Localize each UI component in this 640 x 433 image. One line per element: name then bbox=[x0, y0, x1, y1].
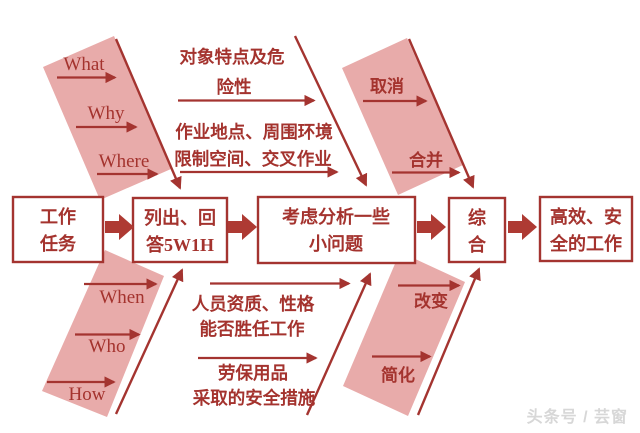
flow-box-list-5w1h bbox=[131, 196, 229, 264]
label-simplify: 简化 bbox=[381, 365, 415, 385]
flow-box-safe-work bbox=[538, 195, 634, 263]
note-worksite-line1: 作业地点、周围环境 bbox=[175, 122, 333, 142]
band-top-right-actions bbox=[342, 38, 463, 195]
flow-box-analyze-problems-line2: 小问题 bbox=[309, 234, 364, 254]
label-how: How bbox=[69, 384, 106, 405]
flow-box-synthesize bbox=[447, 196, 507, 264]
label-why: Why bbox=[88, 103, 125, 124]
spine-arrow-top-left bbox=[114, 38, 182, 190]
label-change: 改变 bbox=[414, 291, 448, 311]
note-personnel-line2: 能否胜任工作 bbox=[200, 319, 305, 339]
flow-box-work-task-line1: 工作 bbox=[40, 206, 76, 227]
spine-arrow-bottom-left bbox=[114, 268, 184, 415]
block-arrow-1 bbox=[105, 214, 134, 240]
spine-arrow-top-center bbox=[293, 35, 368, 187]
note-object-hazard-line2: 险性 bbox=[217, 77, 252, 97]
flow-box-list-5w1h-line2: 答5W1H bbox=[146, 234, 214, 255]
note-protection-line1: 劳保用品 bbox=[218, 363, 288, 383]
flow-box-analyze-problems bbox=[256, 195, 417, 265]
flow-box-synthesize-line2: 合 bbox=[468, 234, 487, 255]
flow-box-work-task bbox=[11, 195, 105, 264]
block-arrow-3 bbox=[417, 214, 446, 240]
spine-arrow-top-right bbox=[407, 38, 475, 189]
label-what: What bbox=[63, 54, 105, 75]
watermark-text: 头条号 / 芸窗 bbox=[527, 407, 628, 426]
spine-arrow-bottom-center bbox=[305, 272, 372, 416]
note-protection-line2: 采取的安全措施 bbox=[192, 388, 316, 408]
label-cancel: 取消 bbox=[370, 76, 404, 96]
block-arrow-2 bbox=[228, 214, 257, 240]
flow-box-safe-work-line2: 全的工作 bbox=[549, 233, 622, 254]
label-where: Where bbox=[99, 151, 150, 172]
spine-arrow-bottom-right bbox=[416, 267, 481, 416]
flow-box-safe-work-line1: 高效、安 bbox=[550, 206, 622, 227]
block-arrow-4 bbox=[508, 214, 537, 240]
flow-box-analyze-problems-line1: 考虑分析一些 bbox=[282, 206, 390, 227]
label-merge: 合并 bbox=[409, 150, 443, 170]
note-object-hazard-line1: 对象特点及危 bbox=[180, 47, 285, 67]
label-who: Who bbox=[89, 336, 126, 357]
note-personnel-line1: 人员资质、性格 bbox=[192, 294, 315, 314]
note-worksite-line2: 限制空间、交叉作业 bbox=[174, 149, 332, 169]
band-bottom-right-actions bbox=[343, 252, 465, 416]
label-when: When bbox=[99, 287, 145, 308]
flow-box-synthesize-line1: 综 bbox=[468, 207, 486, 228]
flow-box-list-5w1h-line1: 列出、回 bbox=[144, 207, 216, 228]
flow-box-work-task-line2: 任务 bbox=[39, 233, 77, 254]
